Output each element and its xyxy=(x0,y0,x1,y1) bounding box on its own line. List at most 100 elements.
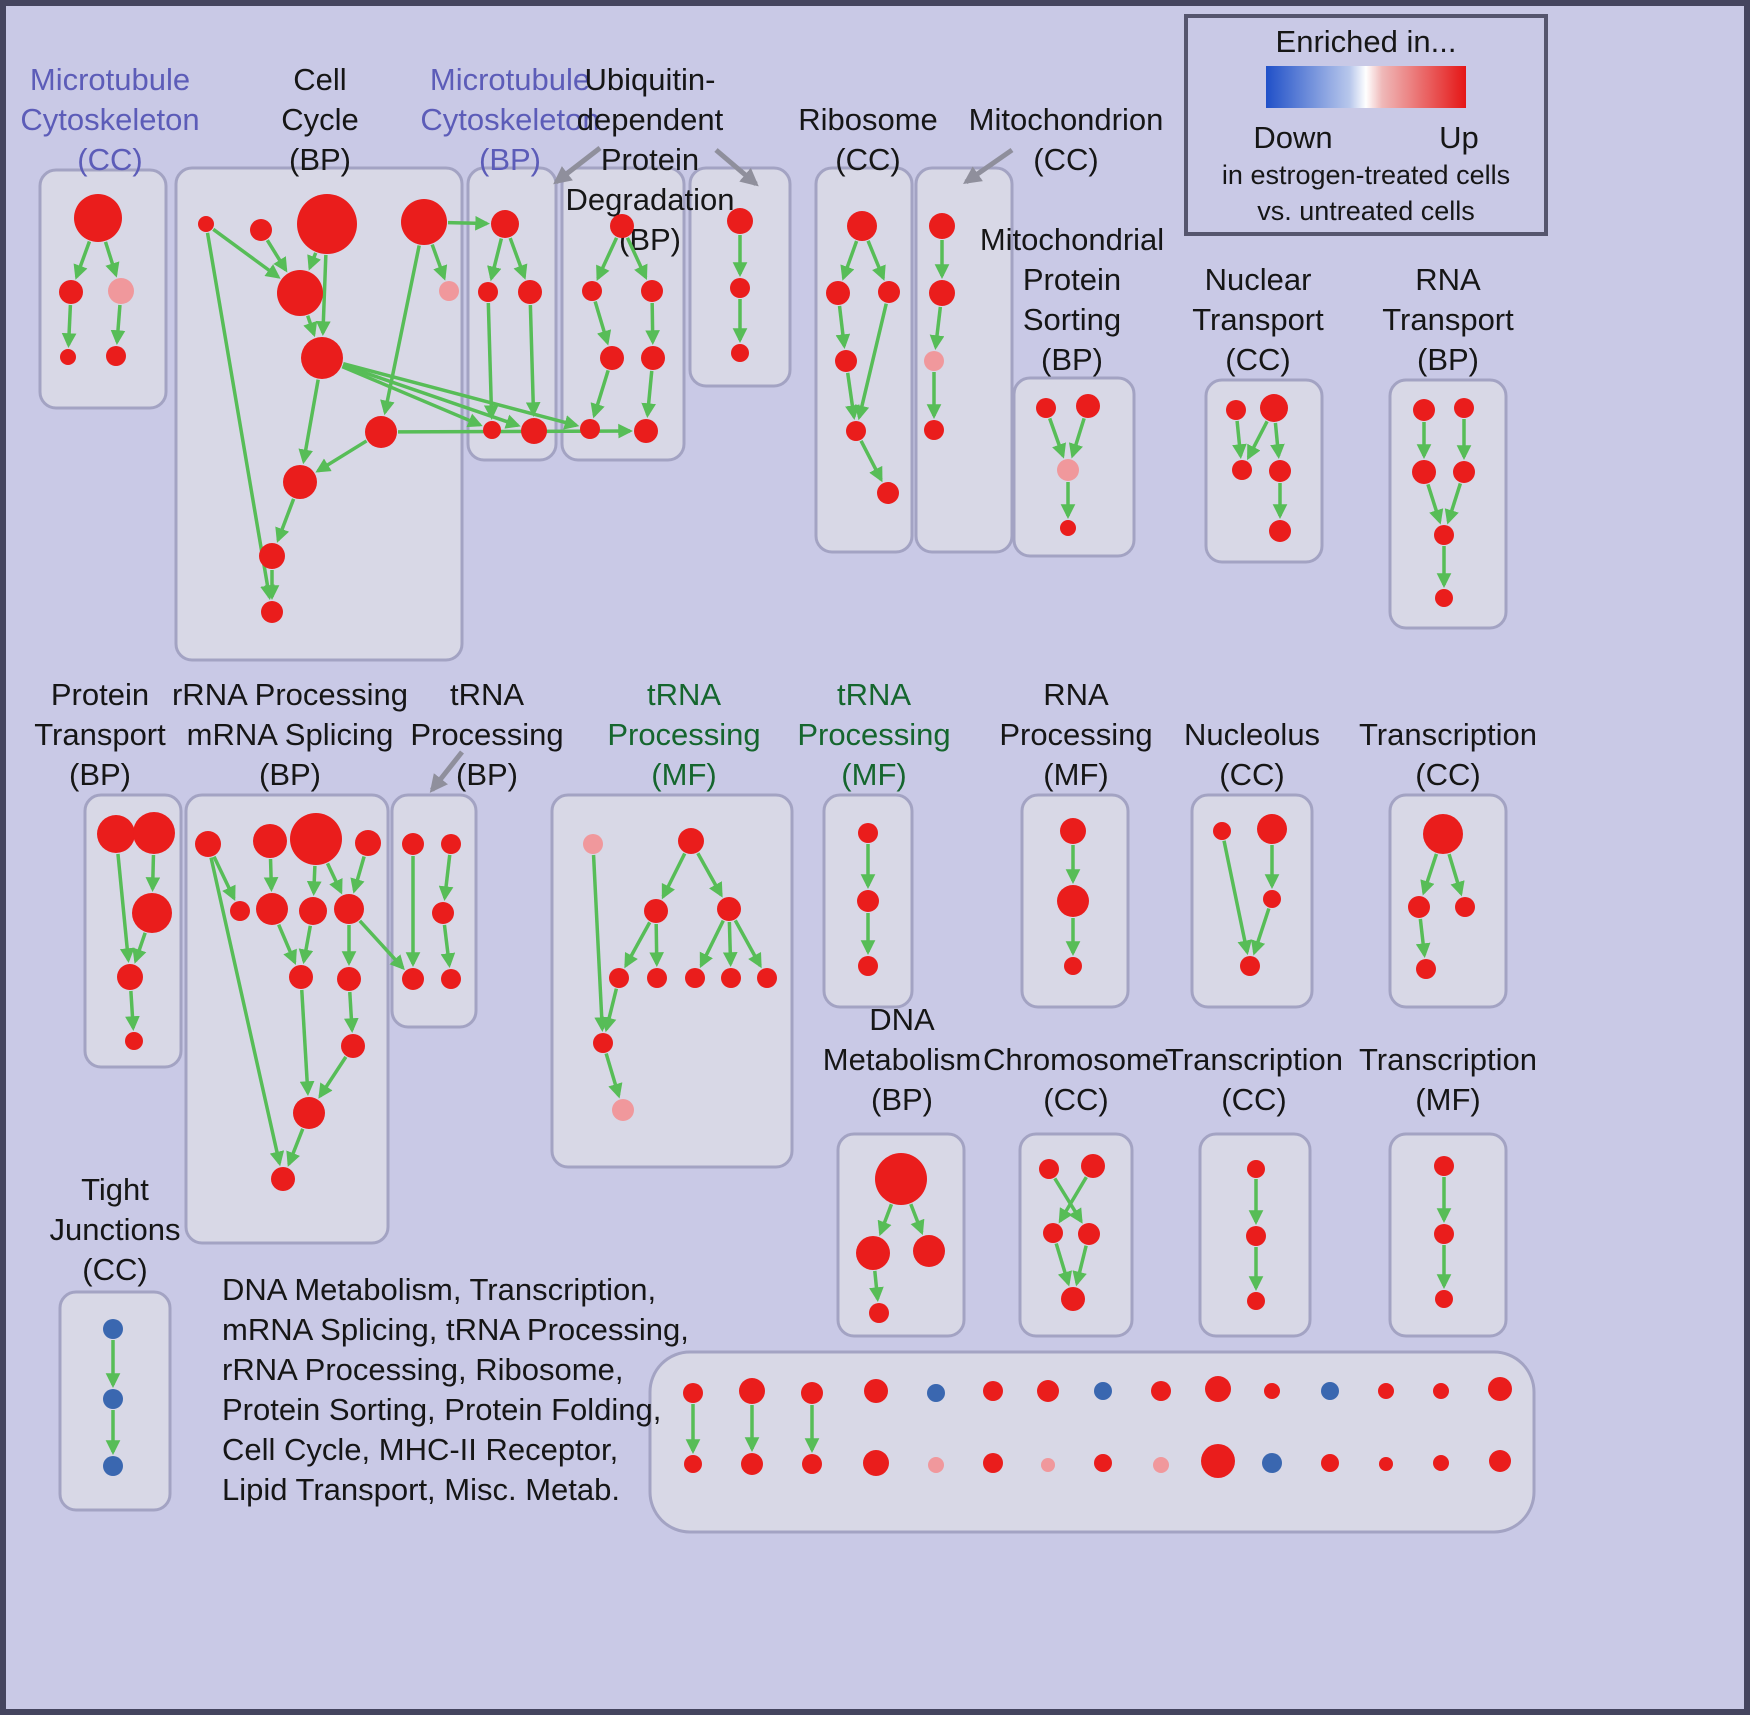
go-term-node-b12b xyxy=(1321,1454,1339,1472)
go-term-node-c6 xyxy=(439,281,459,301)
go-term-node-ai1 xyxy=(1434,1156,1454,1176)
edge-z2-z4 xyxy=(696,852,723,898)
cluster-label-nucleolus-cc: Nucleolus(CC) xyxy=(1184,717,1320,792)
go-term-node-u7 xyxy=(634,419,658,443)
edge-w3-w4 xyxy=(132,932,147,964)
edge-r4-r5 xyxy=(845,372,860,421)
edge-z4-z9 xyxy=(733,919,762,969)
edge-p2-p3 xyxy=(1068,417,1086,459)
go-term-node-m5 xyxy=(106,346,126,366)
go-term-node-r4 xyxy=(835,350,857,372)
edge-x1-x5 xyxy=(212,855,236,902)
go-term-node-x12 xyxy=(293,1097,325,1129)
edge-ac3-ac4 xyxy=(1251,907,1271,956)
cluster-box-nuclear-transport-cc xyxy=(1204,378,1324,564)
edge-q2-q3 xyxy=(1246,420,1269,461)
edge-z3-z6 xyxy=(649,923,664,967)
go-term-node-z1 xyxy=(583,834,603,854)
go-term-node-w2 xyxy=(133,812,175,854)
go-term-node-b7b xyxy=(1041,1458,1055,1472)
go-term-node-ac3 xyxy=(1263,890,1281,908)
label-pointer-arrow-1 xyxy=(714,148,759,187)
edge-t2-t4 xyxy=(483,302,499,420)
go-term-node-c4 xyxy=(401,199,447,245)
go-term-node-ac1 xyxy=(1213,822,1231,840)
go-term-node-c9 xyxy=(283,465,317,499)
go-term-node-o2 xyxy=(929,280,955,306)
legend-title: Enriched in... xyxy=(1276,24,1457,59)
go-term-node-b5b xyxy=(928,1457,944,1473)
go-term-node-ae2 xyxy=(103,1389,123,1409)
edge-x4-x8 xyxy=(350,855,366,894)
edge-c9-c10 xyxy=(275,498,296,543)
edge-x10-x11 xyxy=(344,991,359,1033)
go-term-node-x3 xyxy=(290,813,342,865)
cluster-label-transcription-cc-2: Transcription(CC) xyxy=(1165,1042,1343,1117)
go-term-node-b10b xyxy=(1201,1444,1235,1478)
edge-c5-c7 xyxy=(303,315,318,338)
go-term-node-z9 xyxy=(757,968,777,988)
go-term-node-z3 xyxy=(644,899,668,923)
go-term-node-ag4 xyxy=(1078,1223,1100,1245)
cluster-label-mitochondrion-cc: Mitochondrion(CC) xyxy=(969,102,1164,177)
edge-ag2-ag3 xyxy=(1058,1176,1088,1224)
go-term-node-y2 xyxy=(441,834,461,854)
go-term-node-q3 xyxy=(1232,460,1252,480)
cluster-box-ubiquitin-degradation-bp xyxy=(560,166,686,462)
go-term-node-b13t xyxy=(1378,1383,1394,1399)
cluster-label-transcription-cc-1: Transcription(CC) xyxy=(1359,717,1537,792)
edge-c7-t4 xyxy=(341,364,483,428)
cluster-box-chromosome-cc xyxy=(1018,1132,1134,1338)
go-term-node-ag1 xyxy=(1039,1159,1059,1179)
label-pointer-arrow-3 xyxy=(429,750,464,793)
go-term-node-y3 xyxy=(432,902,454,924)
edge-af1-af3 xyxy=(909,1203,925,1236)
go-term-node-ab2 xyxy=(1057,885,1089,917)
go-term-node-x7 xyxy=(299,897,327,925)
edge-o2-o3 xyxy=(929,306,945,351)
edge-u3-u5 xyxy=(645,302,660,345)
cluster-box-rna-transport-bp xyxy=(1388,378,1508,630)
go-term-node-c10 xyxy=(259,543,285,569)
edge-z2-z3 xyxy=(661,852,687,900)
go-term-node-aa3 xyxy=(858,956,878,976)
edge-z1-z10 xyxy=(591,854,610,1032)
go-term-node-b14b xyxy=(1433,1455,1449,1471)
go-term-node-af3 xyxy=(913,1235,945,1267)
go-term-node-b6b xyxy=(983,1453,1003,1473)
go-term-node-t3 xyxy=(518,280,542,304)
go-term-node-m4 xyxy=(60,349,76,365)
go-term-node-x11 xyxy=(341,1034,365,1058)
go-term-node-b11b xyxy=(1262,1453,1282,1473)
go-term-node-ag5 xyxy=(1061,1287,1085,1311)
edge-c3-c7 xyxy=(316,254,331,336)
go-term-node-ai2 xyxy=(1434,1224,1454,1244)
go-term-node-c2 xyxy=(250,219,272,241)
edge-x6-x9 xyxy=(277,923,297,965)
go-term-node-u6 xyxy=(580,419,600,439)
cluster-label-ribosome-cc: Ribosome(CC) xyxy=(798,102,938,177)
edge-ag1-ag4 xyxy=(1053,1177,1083,1224)
go-term-node-ad1 xyxy=(1423,814,1463,854)
go-term-node-o4 xyxy=(924,420,944,440)
go-term-node-c3 xyxy=(297,194,357,254)
go-term-node-s5 xyxy=(1434,525,1454,545)
go-term-node-x1 xyxy=(195,831,221,857)
go-term-node-y4 xyxy=(402,968,424,990)
cluster-box-nucleolus-cc xyxy=(1190,793,1314,1009)
edge-m1-m2 xyxy=(73,240,92,280)
go-term-node-c11 xyxy=(261,601,283,623)
go-term-node-b11t xyxy=(1264,1383,1280,1399)
go-term-node-s2 xyxy=(1454,398,1474,418)
go-term-node-q2 xyxy=(1260,394,1288,422)
go-term-node-v2 xyxy=(730,278,750,298)
edge-z5-z10 xyxy=(602,988,619,1033)
label-pointer-arrow-0 xyxy=(553,146,602,185)
edge-ac1-ac4 xyxy=(1222,840,1252,956)
go-term-node-p2 xyxy=(1076,394,1100,418)
